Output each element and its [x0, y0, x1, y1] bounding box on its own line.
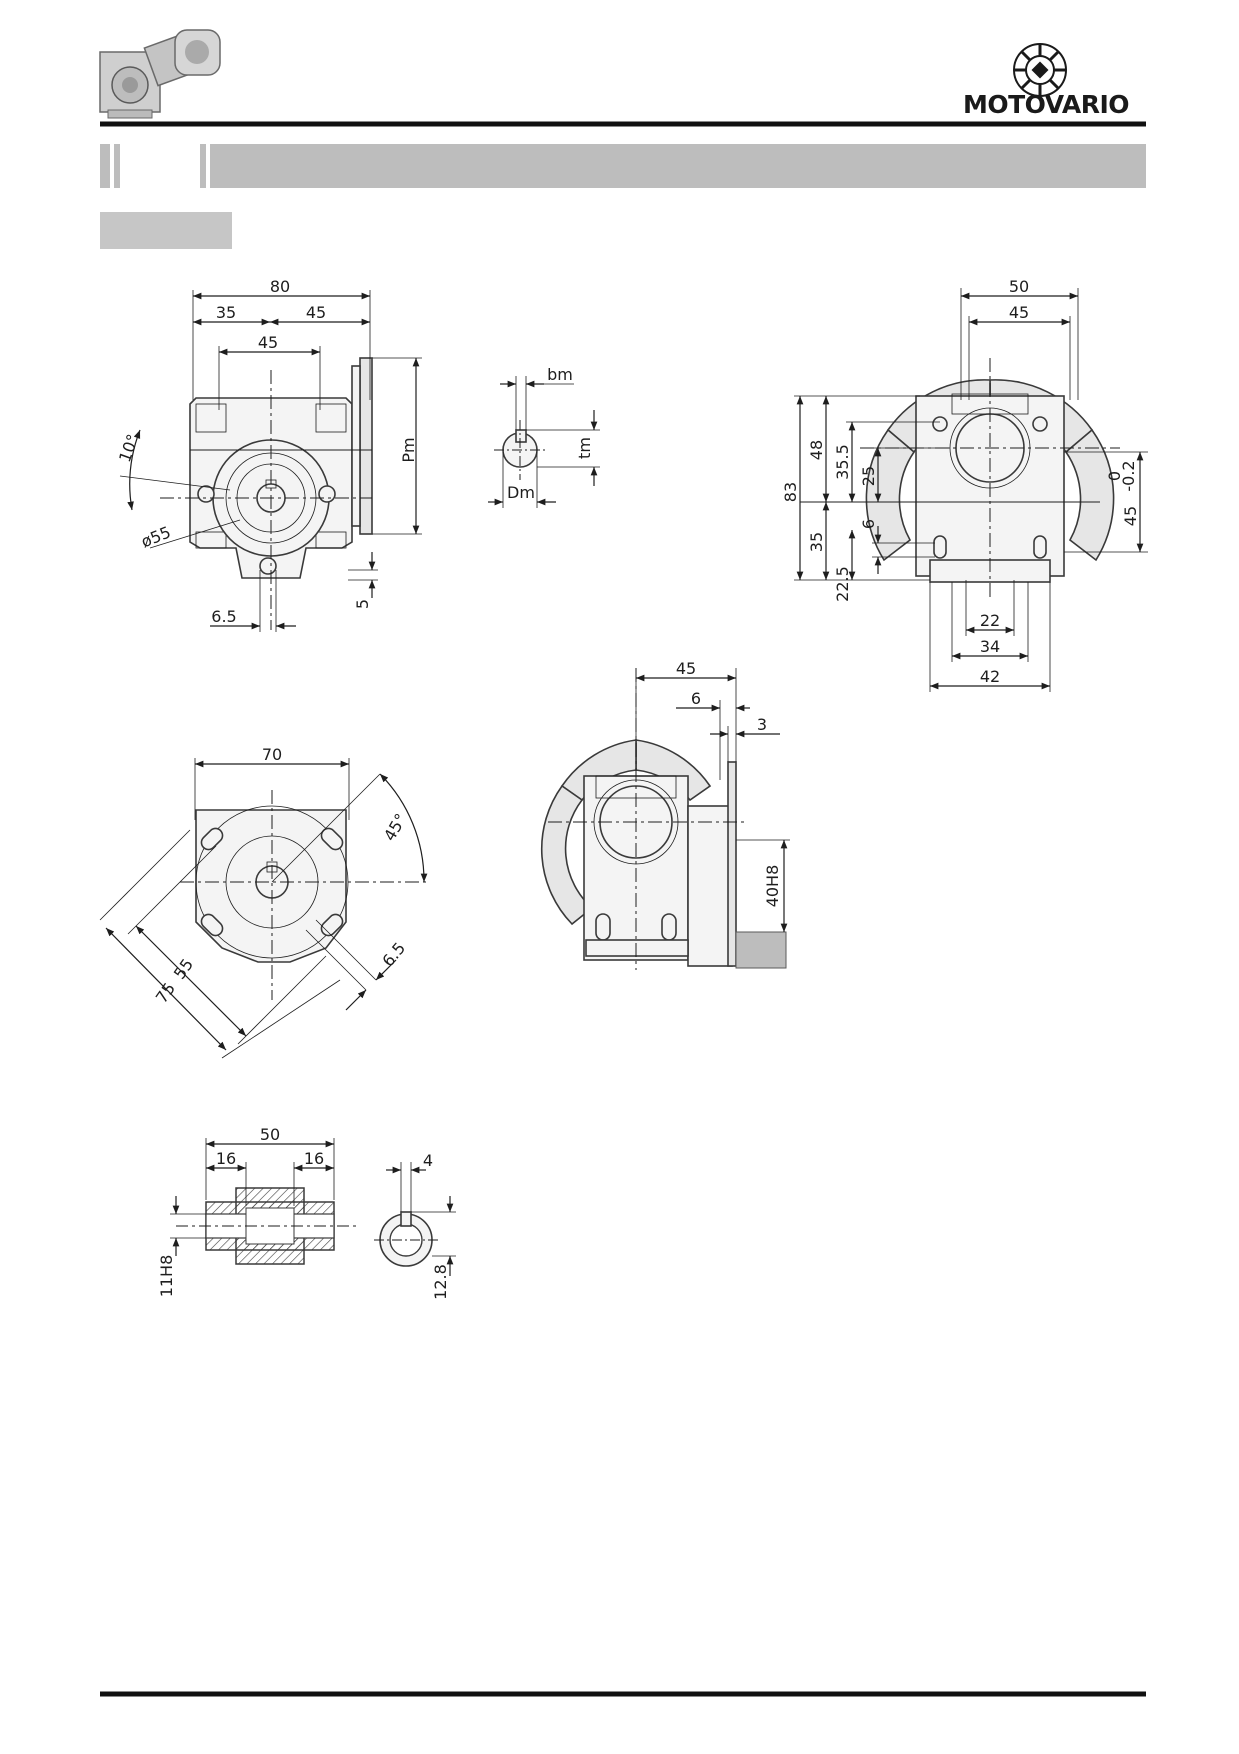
dim-shaft-12-8: 12.8 — [431, 1264, 450, 1300]
subsection-label-box — [100, 212, 232, 249]
dim-front-35: 35 — [216, 303, 236, 322]
dim-side-45: 45 — [1009, 303, 1029, 322]
dim-shaft-16b: 16 — [304, 1149, 324, 1168]
dim-shaft-4: 4 — [423, 1151, 433, 1170]
dim-side-35: 35 — [807, 532, 826, 552]
dim-flange-55: 55 — [170, 955, 197, 983]
dim-bottom-45: 45 — [676, 659, 696, 678]
dim-side-45v: 45 — [1121, 506, 1140, 526]
dim-side-tol: -0.2 — [1119, 460, 1138, 491]
section-bar — [100, 144, 1146, 188]
dim-side-tol-0: 0 — [1105, 471, 1124, 481]
dim-flange-angle45: 45° — [380, 810, 411, 844]
dim-shaft-11h8: 11H8 — [157, 1255, 176, 1298]
dim-bottom-6: 6 — [691, 689, 701, 708]
dim-front-80: 80 — [270, 277, 290, 296]
dim-bottom-3: 3 — [757, 715, 767, 734]
dim-shaft-50: 50 — [260, 1125, 280, 1144]
logo-emblem-icon — [1013, 43, 1067, 97]
dim-side-22-5: 22.5 — [833, 566, 852, 602]
dim-bottom-40h8: 40H8 — [763, 865, 782, 908]
dim-front-5: 5 — [353, 599, 372, 609]
hollow-shaft-drawing: 50 16 16 11H8 4 12.8 — [157, 1125, 456, 1300]
dim-flange-6-5: 6.5 — [378, 939, 409, 971]
dim-side-35-5: 35.5 — [833, 444, 852, 480]
motovario-logo: MOTOVARIO — [963, 43, 1130, 119]
bottom-mount-view-drawing: 45 6 3 40H8 — [540, 659, 790, 970]
dim-key-tm: tm — [575, 437, 594, 459]
flange-view-drawing: 70 45° 55 75 6.5 — [99, 745, 430, 1059]
dim-front-45a: 45 — [306, 303, 326, 322]
key-detail-drawing: bm tm Dm — [488, 365, 600, 508]
dim-side-34: 34 — [980, 637, 1000, 656]
dim-front-dia55: ø55 — [138, 522, 173, 551]
dim-side-25: 25 — [859, 466, 878, 486]
header-gearbox-image — [99, 29, 221, 119]
dim-side-50: 50 — [1009, 277, 1029, 296]
dim-front-pm: Pm — [399, 437, 418, 462]
side-view-drawing: 50 45 83 48 35.5 25 35 6 22.5 0 -0.2 45 … — [781, 277, 1148, 692]
dim-side-83: 83 — [781, 482, 800, 502]
brand-name: MOTOVARIO — [963, 90, 1129, 119]
dim-side-6: 6 — [859, 519, 878, 529]
dim-flange-75: 75 — [152, 979, 179, 1007]
dim-side-42: 42 — [980, 667, 1000, 686]
dim-front-6-5: 6.5 — [211, 607, 236, 626]
dim-key-bm: bm — [547, 365, 573, 384]
dim-key-dm: Dm — [507, 483, 535, 502]
dim-shaft-16a: 16 — [216, 1149, 236, 1168]
dim-side-22: 22 — [980, 611, 1000, 630]
dim-front-angle10: 10° — [115, 432, 143, 465]
dim-front-45b: 45 — [258, 333, 278, 352]
dim-flange-70: 70 — [262, 745, 282, 764]
dim-side-48: 48 — [807, 440, 826, 460]
front-view-drawing: 80 35 45 45 Pm 10° ø55 6.5 5 — [115, 277, 422, 632]
